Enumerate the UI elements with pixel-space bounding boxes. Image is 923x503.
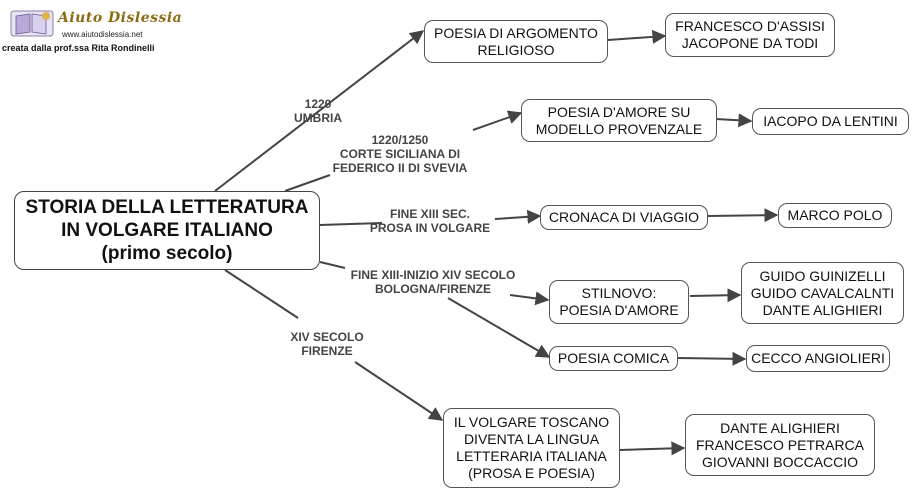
link-root-prosa-b	[494, 209, 542, 224]
branch-label-bologna: FINE XIII-INIZIO XIV SECOLO BOLOGNA/FIRE…	[350, 268, 516, 296]
root-line: IN VOLGARE ITALIANO	[61, 220, 273, 241]
link-root-firenze-b	[354, 361, 444, 421]
logo-url: www.aiutodislessia.net	[62, 30, 143, 39]
author-node-tre-corone: DANTE ALIGHIERI FRANCESCO PETRARCA GIOVA…	[685, 414, 875, 476]
author-node-stilnovo: GUIDO GUINIZELLI GUIDO CAVALCALNTI DANTE…	[741, 262, 904, 324]
link-root-prosa-a	[319, 222, 383, 226]
link-viaggio-authors	[707, 208, 779, 223]
author-credit: creata dalla prof.ssa Rita Rondinelli	[2, 43, 155, 53]
link-provenzale-authors	[715, 113, 753, 128]
author-node-polo: MARCO POLO	[778, 203, 892, 228]
topic-node-volgare: IL VOLGARE TOSCANO DIVENTA LA LINGUA LET…	[443, 408, 620, 488]
author-node-assisi-todi: FRANCESCO D'ASSISI JACOPONE DA TODI	[665, 13, 835, 57]
link-root-bologna	[319, 261, 346, 269]
logo-title: Aiuto Dislessia	[58, 10, 183, 26]
link-bologna-comica	[447, 297, 551, 358]
topic-node-viaggio: CRONACA DI VIAGGIO	[540, 205, 708, 230]
link-volgare-authors	[619, 441, 686, 456]
site-logo: Aiuto Dislessia www.aiutodislessia.net	[6, 6, 183, 56]
link-root-siciliana-b	[472, 110, 523, 131]
topic-node-stilnovo: STILNOVO: POESIA D'AMORE	[549, 280, 689, 324]
topic-node-provenzale: POESIA D'AMORE SU MODELLO PROVENZALE	[521, 99, 717, 142]
branch-label-siciliana: 1220/1250 CORTE SICILIANA DI FEDERICO II…	[332, 133, 468, 175]
link-comica-authors	[677, 351, 747, 366]
topic-node-comica: POESIA COMICA	[549, 346, 678, 371]
author-node-angiolieri: CECCO ANGIOLIERI	[746, 345, 890, 372]
root-node: STORIA DELLA LETTERATURA IN VOLGARE ITAL…	[14, 191, 320, 270]
link-stilnovo-authors	[689, 288, 742, 303]
topic-node-religioso: POESIA DI ARGOMENTO RELIGIOSO	[424, 20, 608, 63]
root-line: STORIA DELLA LETTERATURA	[25, 197, 309, 218]
root-line: (primo secolo)	[101, 243, 233, 264]
link-bologna-stilnovo	[509, 291, 550, 306]
link-root-siciliana-a	[284, 174, 331, 192]
link-religioso-authors	[607, 29, 667, 44]
link-root-firenze-a	[224, 269, 299, 319]
branch-label-firenze: XIV SECOLO FIRENZE	[290, 330, 364, 358]
book-icon	[10, 10, 54, 37]
link-root-umbria	[214, 30, 425, 192]
author-node-lentini: IACOPO DA LENTINI	[752, 108, 909, 135]
branch-label-prosa: FINE XIII SEC. PROSA IN VOLGARE	[369, 207, 491, 235]
branch-label-umbria: 1220 UMBRIA	[294, 97, 342, 125]
